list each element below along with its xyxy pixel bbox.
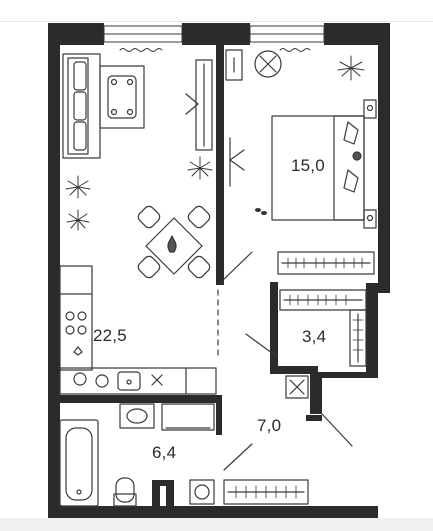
washer [161,403,215,431]
armchair [225,49,282,81]
outer-walls [48,23,390,518]
plants [65,55,365,231]
top-divider [0,21,433,22]
windows [103,25,325,43]
tv-unit [185,59,213,151]
dining-set [137,205,211,279]
shoe-rack [223,479,309,505]
kitchen [59,265,217,395]
bottom-band [0,518,433,531]
bed [271,99,377,229]
wardrobe-top [277,251,375,275]
washing-machine [189,479,215,505]
entry-door [223,413,353,471]
rug-and-table [99,65,145,129]
bedroom-door [229,137,245,187]
closet-door [245,333,277,357]
closet-area-label: 3,4 [302,327,327,346]
sofa [62,53,101,159]
living-room-area-label: 22,5 [93,326,127,345]
vent-box [285,375,309,399]
bedroom-area-label: 15,0 [291,156,325,175]
toilet [113,477,137,507]
slippers [255,208,267,215]
hallway-area-label: 7,0 [257,416,282,435]
closet-shelves [279,289,367,367]
bathtub [59,419,99,507]
curtains [119,48,311,52]
sink [119,403,155,429]
bathroom-area-label: 6,4 [152,443,177,462]
